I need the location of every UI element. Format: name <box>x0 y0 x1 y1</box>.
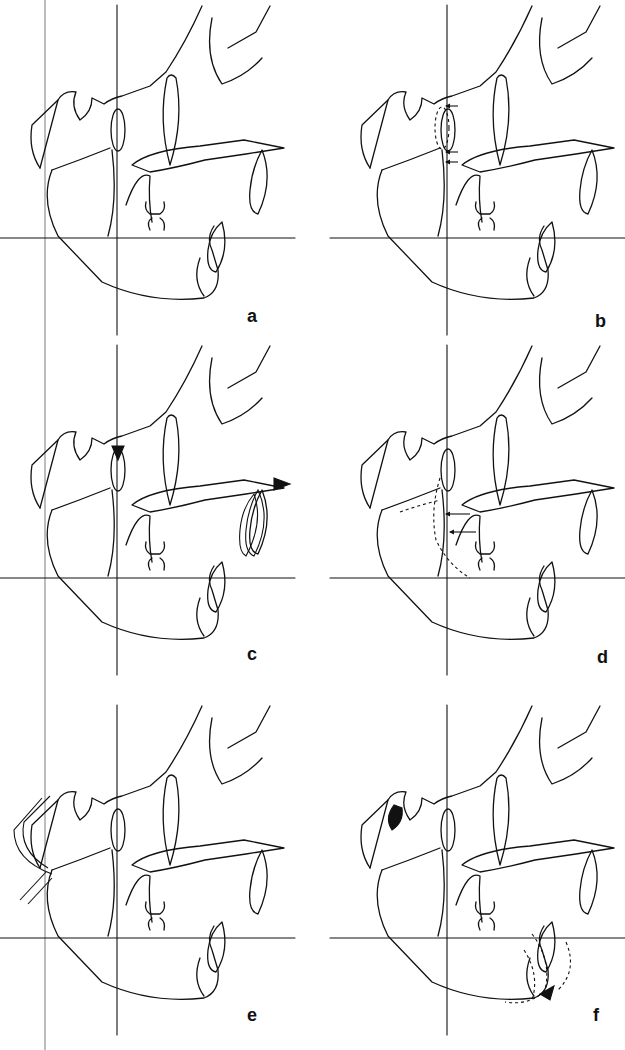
panel-letter: e <box>246 1006 258 1024</box>
panel-letter: d <box>596 648 609 666</box>
panel-letter: f <box>592 1006 600 1024</box>
panel-letter: c <box>246 645 258 663</box>
panel-letter: b <box>594 312 607 330</box>
panel-letter: a <box>246 307 258 325</box>
